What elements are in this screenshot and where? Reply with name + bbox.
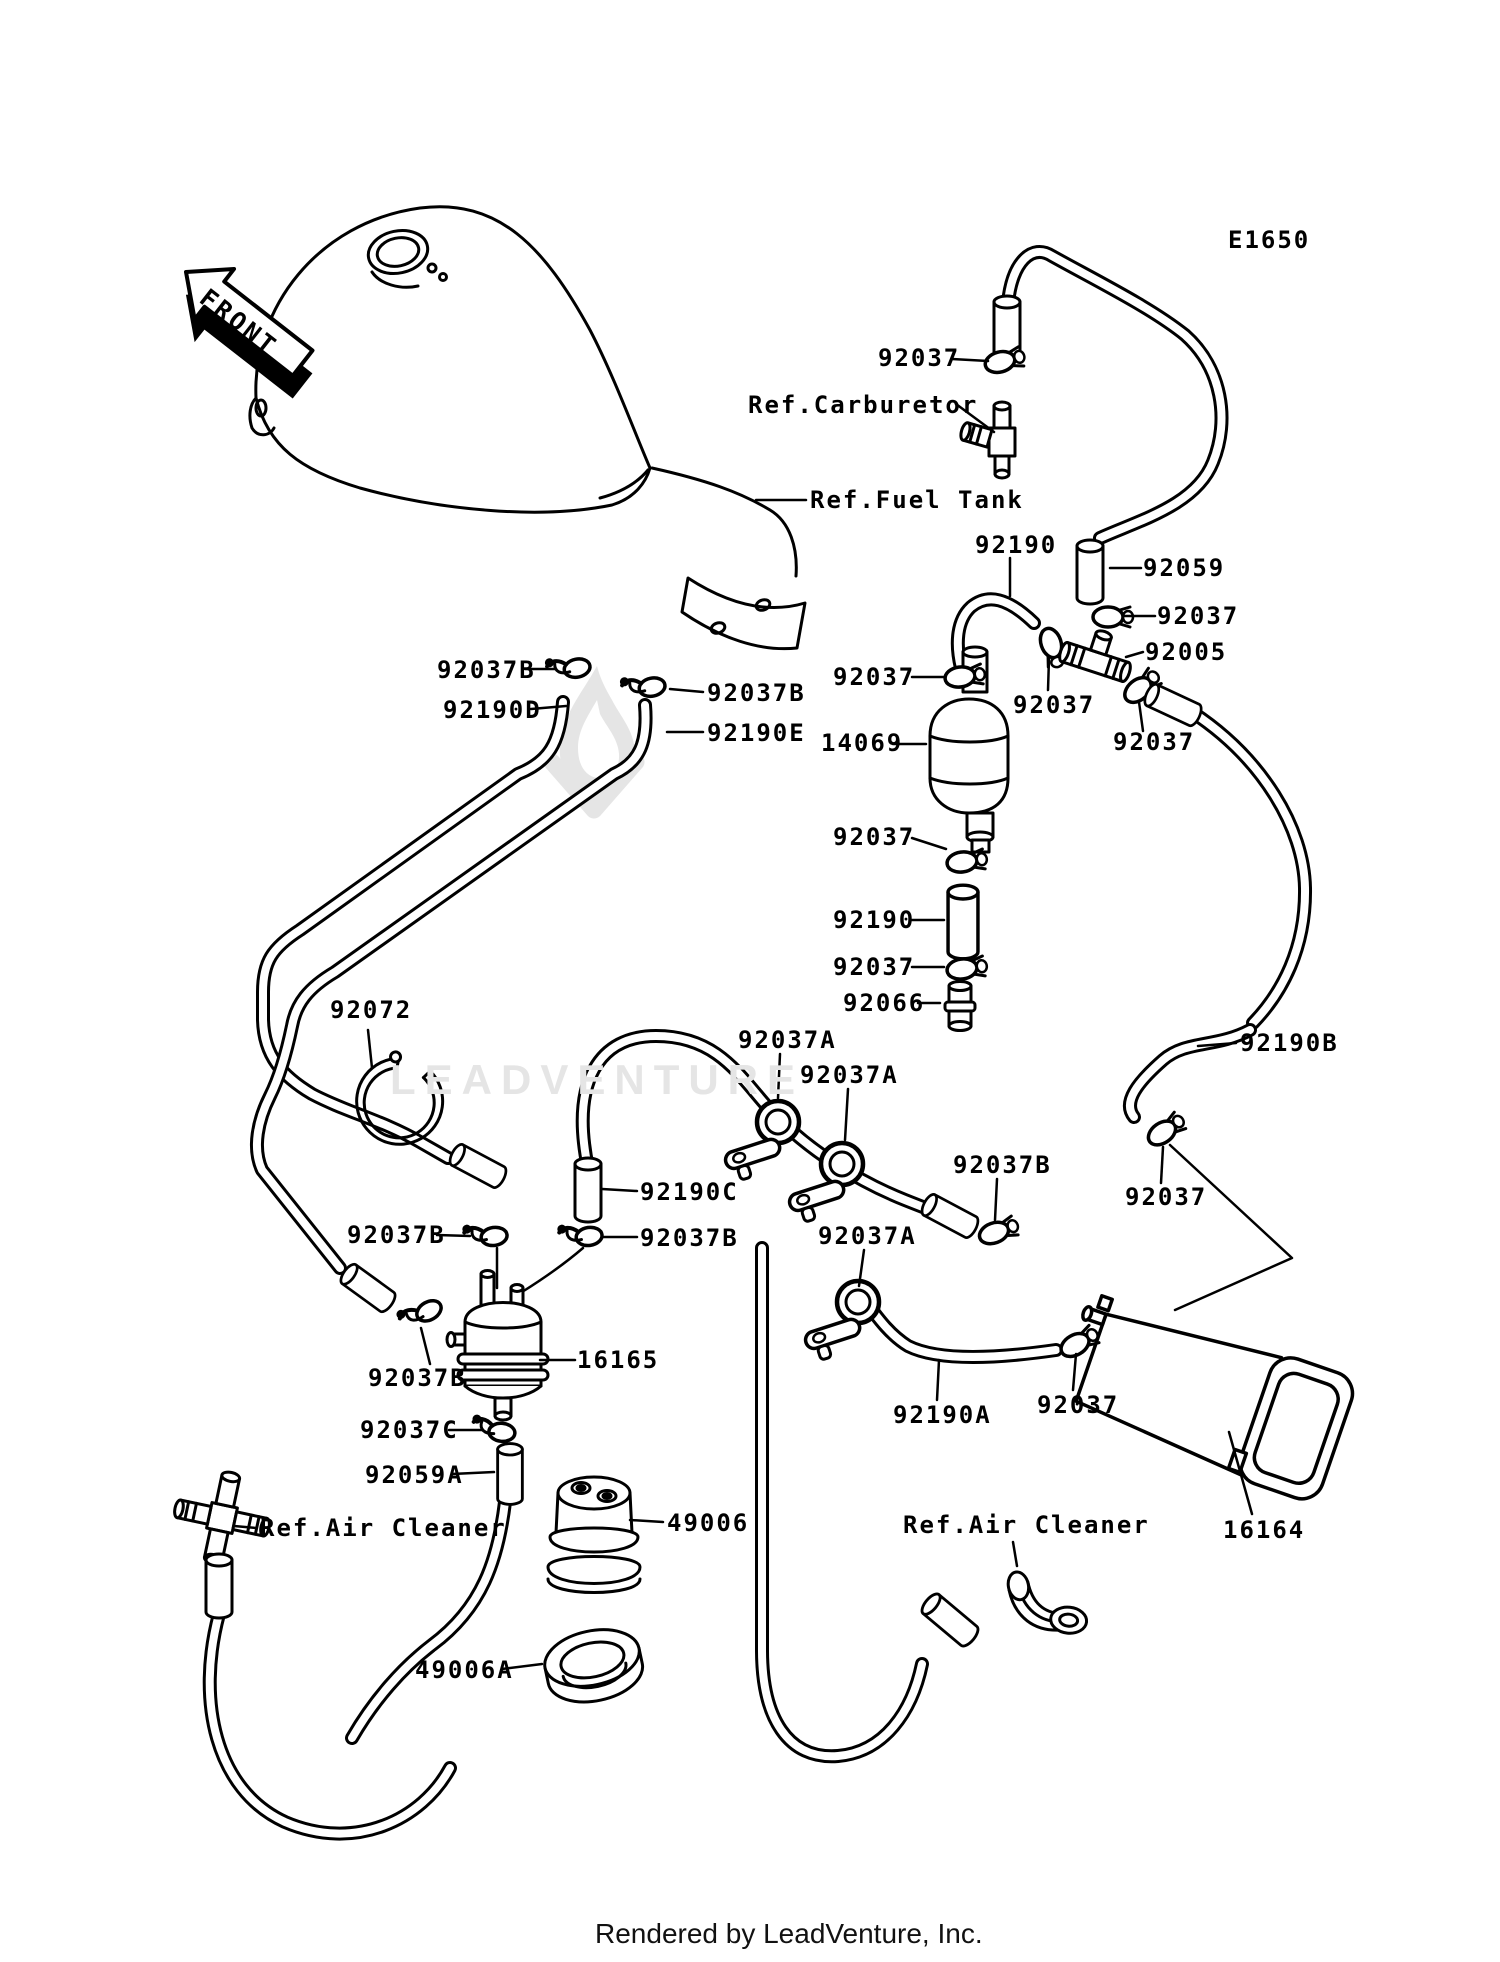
part-label-92072: 92072 bbox=[330, 996, 413, 1024]
part-label-92037b-tank-right: 92037B bbox=[707, 679, 806, 707]
part-label-92190b: 92190B bbox=[1240, 1029, 1339, 1057]
fitting-49006 bbox=[546, 1475, 642, 1594]
part-label-92190-top: 92190 bbox=[975, 531, 1058, 559]
connector-lines bbox=[495, 1143, 1294, 1312]
part-label-92037-filter-top: 92037 bbox=[833, 663, 916, 691]
part-label-92037a-1: 92037A bbox=[738, 1026, 837, 1054]
part-label-92059a: 92059A bbox=[365, 1461, 464, 1489]
part-label-92037b-pump-right: 92037B bbox=[640, 1224, 739, 1252]
part-label-92037-zhose: 92037 bbox=[1125, 1183, 1208, 1211]
elbow-fitting bbox=[1006, 1570, 1089, 1635]
part-label-16164: 16164 bbox=[1223, 1516, 1306, 1544]
clip-92072 bbox=[355, 1050, 445, 1146]
part-label-ref-fuel-tank: Ref.Fuel Tank bbox=[810, 486, 1024, 514]
part-label-92190-mid: 92190 bbox=[833, 906, 916, 934]
part-label-92037-carb: 92037 bbox=[878, 344, 961, 372]
ring-49006a bbox=[543, 1628, 645, 1704]
part-label-92037b-mid: 92037B bbox=[953, 1151, 1052, 1179]
part-drawings bbox=[173, 294, 1355, 1704]
part-label-92037-filter-bot: 92037 bbox=[833, 823, 916, 851]
part-label-92059: 92059 bbox=[1143, 554, 1226, 582]
part-label-49006: 49006 bbox=[667, 1509, 750, 1537]
part-label-92037a-3: 92037A bbox=[818, 1222, 917, 1250]
part-label-92037-tee-a: 92037 bbox=[1013, 691, 1096, 719]
part-label-92005: 92005 bbox=[1145, 638, 1228, 666]
part-label-92190c: 92190C bbox=[640, 1178, 739, 1206]
part-label-92190e: 92190E bbox=[707, 719, 806, 747]
watermark-brand: LEADVENTURE bbox=[390, 1056, 805, 1103]
part-label-ref-air-cleaner-right: Ref.Air Cleaner bbox=[903, 1511, 1150, 1539]
part-label-92037b-pump-side: 92037B bbox=[368, 1364, 467, 1392]
diagram-code: E1650 bbox=[1228, 226, 1311, 254]
leader-lines bbox=[232, 357, 1254, 1671]
rend-credit: Rendered by LeadVenture, Inc. bbox=[595, 1918, 983, 1949]
part-label-92037-right: 92037 bbox=[1157, 602, 1240, 630]
part-label-92037-tee-b: 92037 bbox=[1113, 728, 1196, 756]
part-label-92037b-tank-left: 92037B bbox=[437, 656, 536, 684]
part-label-92190a: 92190A bbox=[893, 1401, 992, 1429]
part-label-92066: 92066 bbox=[843, 989, 926, 1017]
front-arrow bbox=[184, 266, 315, 399]
part-label-92037a-2: 92037A bbox=[800, 1061, 899, 1089]
tee-92005 bbox=[1058, 629, 1132, 683]
fuel-pump-drawing bbox=[445, 1269, 550, 1422]
part-label-92190d: 92190D bbox=[443, 696, 542, 724]
part-label-92037b-pump-left: 92037B bbox=[347, 1221, 446, 1249]
part-label-49006a: 49006A bbox=[415, 1656, 514, 1684]
part-label-14069: 14069 bbox=[821, 729, 904, 757]
part-label-ref-carburetor: Ref.Carburetor bbox=[748, 391, 979, 419]
part-label-92037c: 92037C bbox=[360, 1416, 459, 1444]
hose-drawings bbox=[202, 245, 1313, 1841]
part-label-92037-mid: 92037 bbox=[833, 953, 916, 981]
part-label-16165: 16165 bbox=[577, 1346, 660, 1374]
part-label-92037-canister: 92037 bbox=[1037, 1391, 1120, 1419]
watermark-logo bbox=[543, 666, 645, 819]
fuel-tank-drawing bbox=[248, 205, 807, 651]
part-label-ref-air-cleaner-left: Ref.Air Cleaner bbox=[260, 1514, 507, 1542]
carburetor-tee bbox=[959, 400, 1017, 480]
valve-92066 bbox=[943, 980, 977, 1032]
